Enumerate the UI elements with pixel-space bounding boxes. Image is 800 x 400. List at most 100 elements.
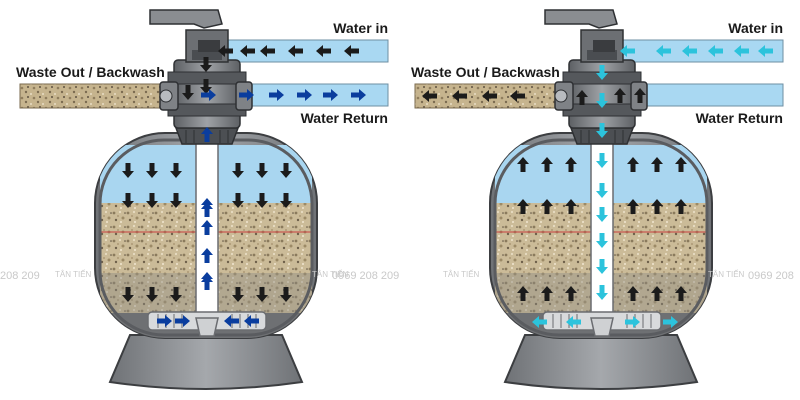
flow-arrow-right (201, 89, 216, 101)
flow-arrow-up (541, 199, 553, 214)
flow-arrow-up (614, 88, 626, 103)
flow-arrow-down (170, 193, 182, 208)
flow-arrow-left (510, 90, 525, 102)
flow-arrows-backwash (422, 45, 773, 328)
watermark-brand: TÂN TIẾN (55, 269, 92, 279)
flow-arrow-up (675, 286, 687, 301)
flow-arrow-left (288, 45, 303, 57)
flow-arrow-left (260, 45, 275, 57)
pipe-waste-out (19, 83, 161, 109)
flow-arrow-up (651, 157, 663, 172)
flow-arrow-left (682, 45, 697, 57)
watermark-brand: TÂN TIẾN (443, 269, 480, 279)
flow-arrow-down (596, 259, 608, 274)
flow-arrow-down (122, 193, 134, 208)
flow-arrow-right (157, 315, 172, 327)
label-water-in-left: Water in (333, 20, 388, 36)
flow-arrow-up (201, 220, 213, 235)
flow-arrow-right (625, 316, 640, 328)
watermark-phone: 0969 208 209 (332, 270, 399, 282)
flow-arrow-down (146, 287, 158, 302)
flow-arrow-up (627, 199, 639, 214)
flow-arrow-up (627, 286, 639, 301)
flow-arrow-up (565, 199, 577, 214)
flow-arrow-down (596, 123, 608, 138)
flow-arrow-down (256, 193, 268, 208)
flow-arrow-right (351, 89, 366, 101)
flow-arrow-up (517, 199, 529, 214)
flow-arrow-up (517, 157, 529, 172)
flow-arrow-up (565, 286, 577, 301)
watermark-brand: TÂN TIẾN (312, 269, 349, 279)
flow-arrow-left (218, 45, 233, 57)
flow-arrow-down (596, 285, 608, 300)
flow-arrow-right (269, 89, 284, 101)
flow-arrow-left (566, 316, 581, 328)
label-water-return-right: Water Return (696, 110, 783, 126)
flow-arrow-down (232, 163, 244, 178)
flow-arrows-filter (122, 45, 366, 327)
label-waste-out-right: Waste Out / Backwash (411, 64, 560, 80)
flow-arrow-down (280, 287, 292, 302)
flow-arrow-left (224, 315, 239, 327)
flow-arrow-down (596, 207, 608, 222)
flow-arrow-up (627, 157, 639, 172)
flow-arrow-up (565, 157, 577, 172)
watermark-brand: TÂN TIẾN (708, 269, 745, 279)
flow-arrow-up (541, 286, 553, 301)
tank-stand (108, 334, 304, 390)
flow-arrow-down (596, 153, 608, 168)
flow-arrow-down (200, 57, 212, 72)
flow-arrow-left (316, 45, 331, 57)
flow-arrow-down (122, 163, 134, 178)
flow-arrow-down (596, 233, 608, 248)
tank-stand (503, 334, 699, 390)
watermark-phone-partial: 208 209 (0, 270, 40, 282)
flow-arrow-down (170, 163, 182, 178)
watermark-phone-partial: 0969 208 (748, 270, 794, 282)
flow-arrow-up (651, 286, 663, 301)
flow-arrow-left (344, 45, 359, 57)
label-waste-out-left: Waste Out / Backwash (16, 64, 165, 80)
flow-arrow-up (201, 202, 213, 217)
flow-arrow-up (201, 248, 213, 263)
flow-arrow-up (634, 88, 646, 103)
flow-arrow-down (232, 193, 244, 208)
flow-arrow-up (675, 199, 687, 214)
flow-arrow-left (532, 316, 547, 328)
flow-arrow-up (201, 127, 213, 142)
flow-arrow-left (482, 90, 497, 102)
flow-arrow-down (596, 93, 608, 108)
flow-arrow-down (146, 193, 158, 208)
valve-handle[interactable] (149, 9, 223, 29)
flow-arrow-up (576, 90, 588, 105)
flow-arrow-up (517, 286, 529, 301)
flow-arrow-right (323, 89, 338, 101)
flow-arrow-left (244, 315, 259, 327)
flow-arrow-up (651, 199, 663, 214)
flow-arrow-down (280, 193, 292, 208)
flow-arrow-left (656, 45, 671, 57)
flow-arrow-down (256, 163, 268, 178)
flow-arrow-left (708, 45, 723, 57)
flow-arrow-right (297, 89, 312, 101)
flow-arrow-left (422, 90, 437, 102)
flow-arrow-right (663, 316, 678, 328)
flow-arrow-right (239, 89, 254, 101)
flow-arrow-down (232, 287, 244, 302)
flow-arrow-down (280, 163, 292, 178)
flow-arrow-left (452, 90, 467, 102)
flow-arrow-down (170, 287, 182, 302)
flow-arrow-down (122, 287, 134, 302)
flow-arrow-left (620, 45, 635, 57)
flow-arrow-right (175, 315, 190, 327)
flow-arrow-up (675, 157, 687, 172)
flow-arrow-down (596, 65, 608, 80)
flow-arrow-left (758, 45, 773, 57)
flow-arrow-down (182, 85, 194, 100)
flow-arrow-left (240, 45, 255, 57)
label-water-in-right: Water in (728, 20, 783, 36)
flow-arrow-down (256, 287, 268, 302)
valve-handle[interactable] (544, 9, 618, 29)
